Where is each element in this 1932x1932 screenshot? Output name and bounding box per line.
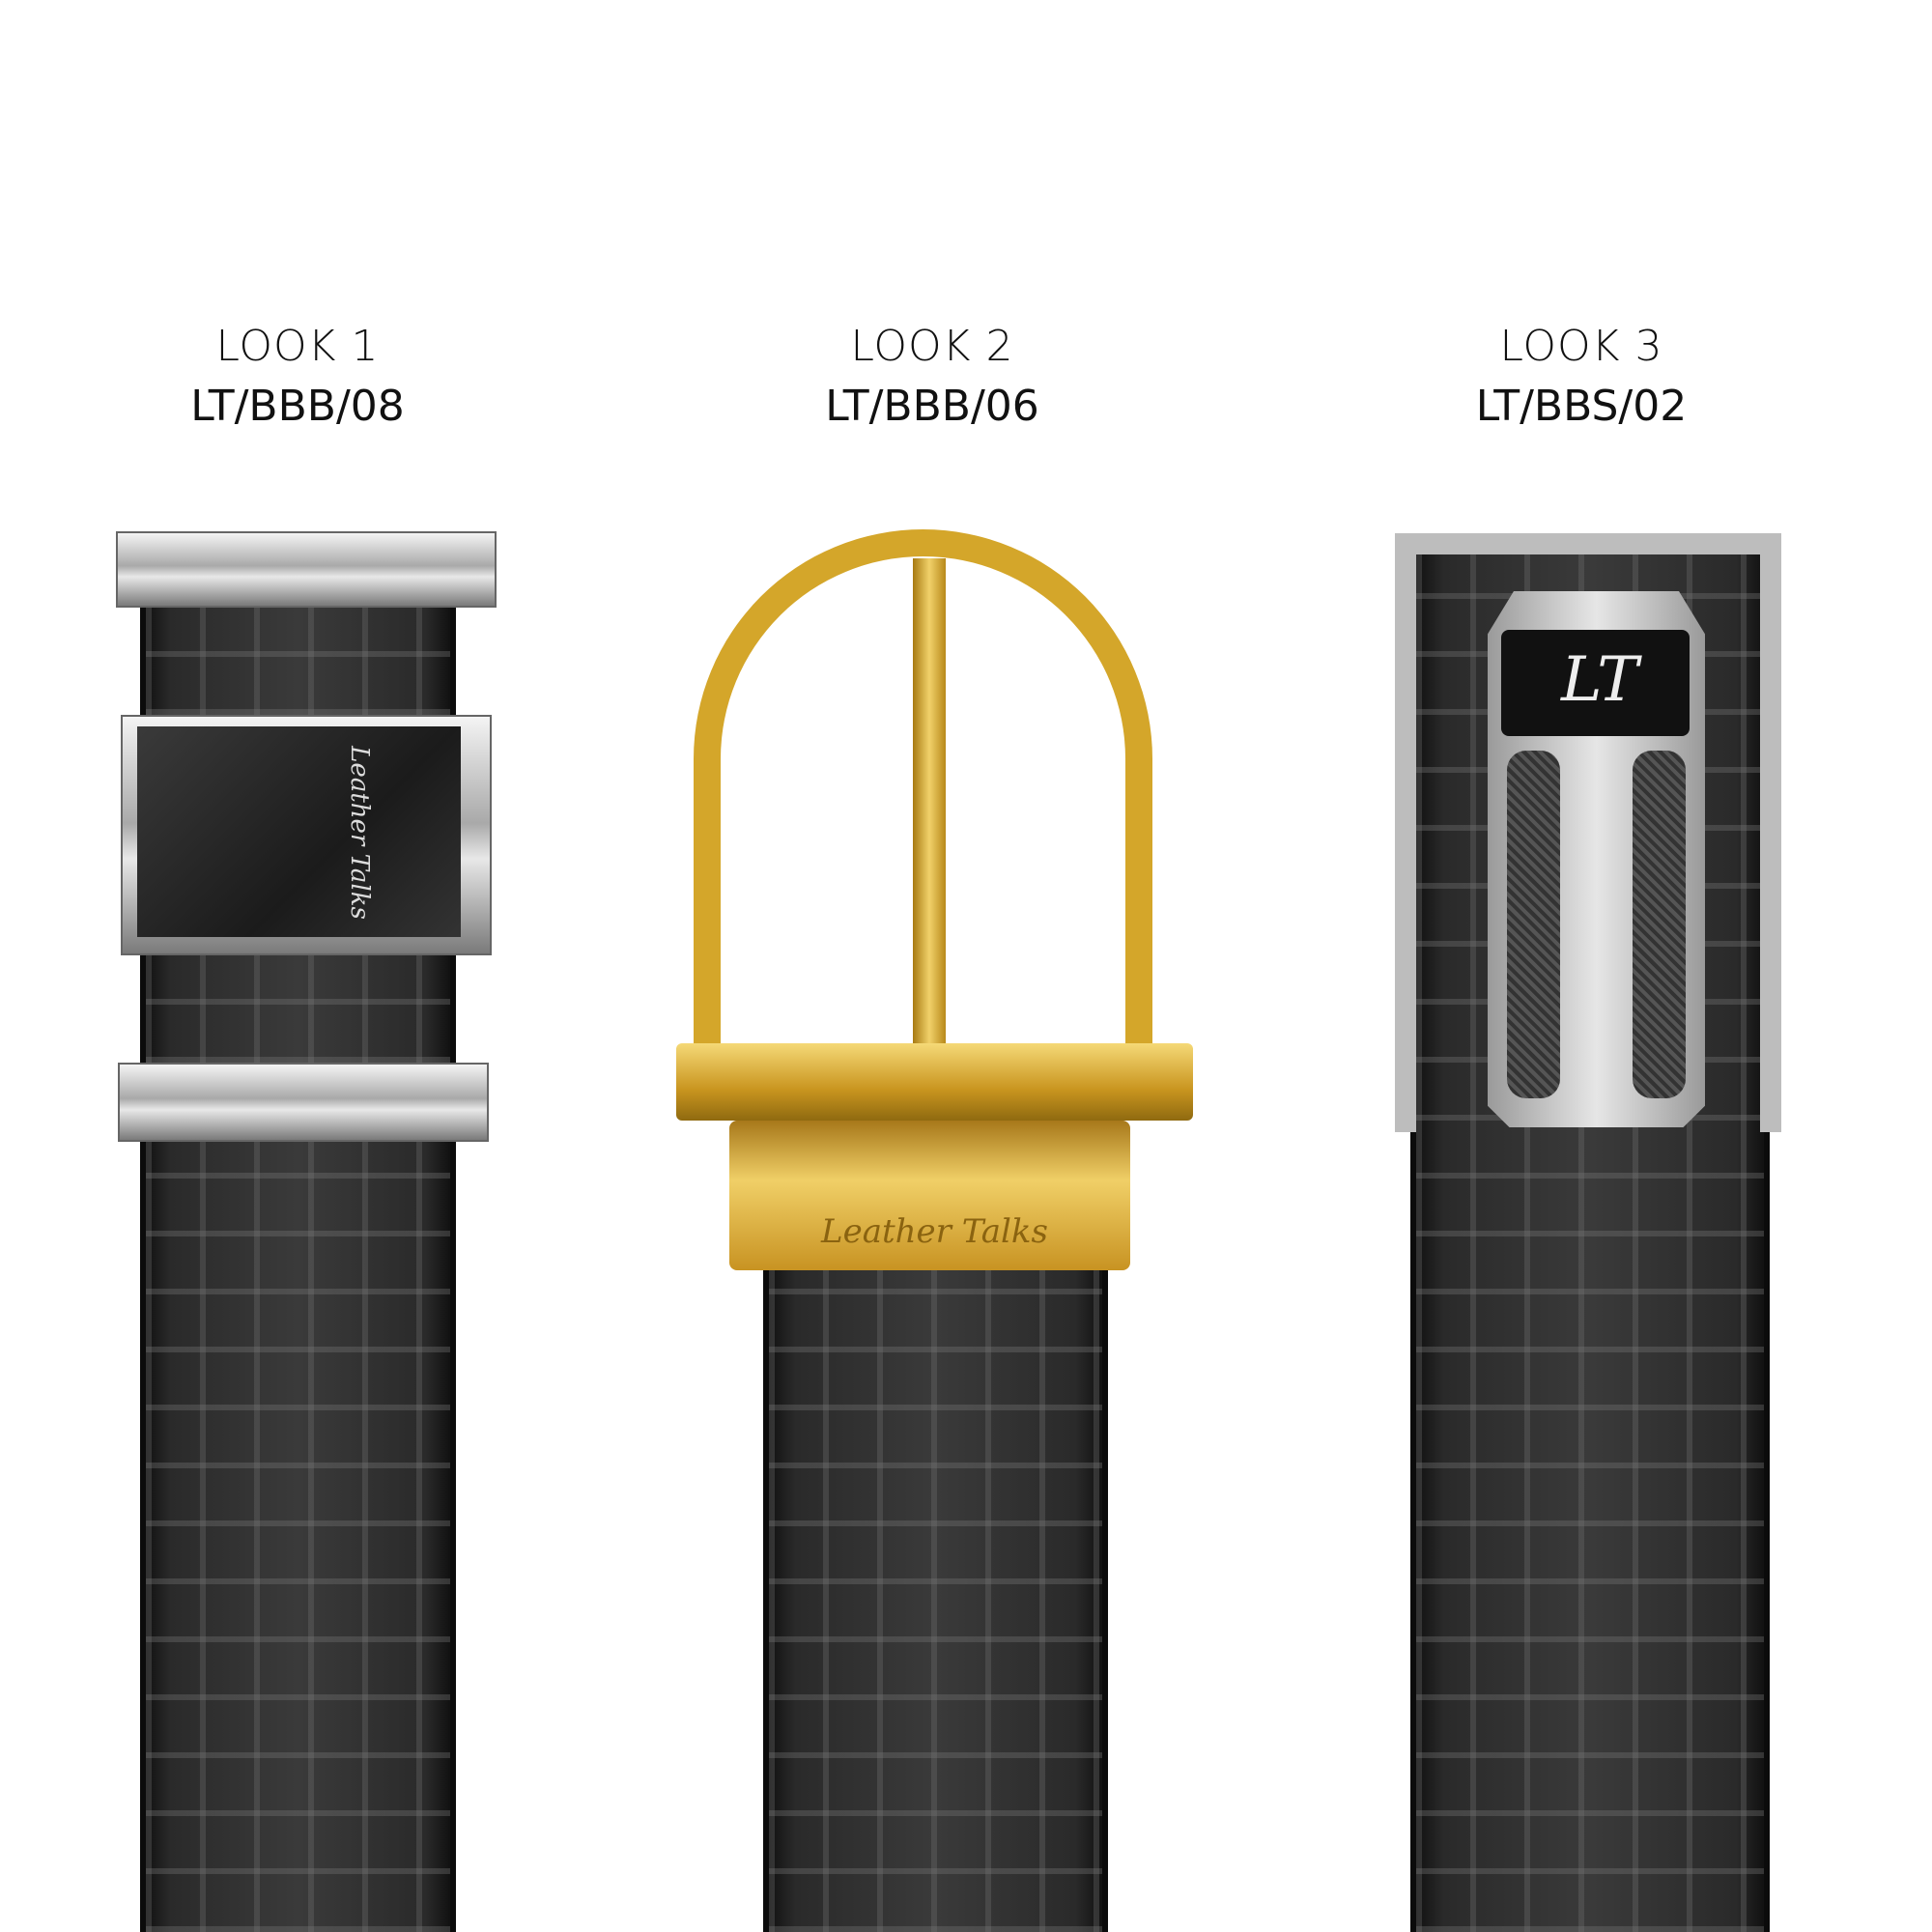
belt-1-buckle-top bbox=[116, 531, 497, 608]
belt-3-buckle-plate: LT bbox=[1488, 591, 1705, 1127]
belt-3-carbon-right bbox=[1633, 751, 1686, 1098]
belt-2-buckle-clamp: Leather Talks bbox=[729, 1121, 1130, 1270]
look-3-title: LOOK 3 bbox=[1499, 322, 1663, 371]
look-1-code: LT/BBB/08 bbox=[190, 382, 405, 431]
look-2-title: LOOK 2 bbox=[850, 322, 1014, 371]
look-1-title: LOOK 1 bbox=[215, 322, 380, 371]
belt-1-logo: Leather Talks bbox=[344, 746, 374, 920]
belt-2-buckle-bar bbox=[676, 1043, 1193, 1121]
belt-3-logo: LT bbox=[1561, 644, 1638, 716]
belt-2-buckle-prong bbox=[913, 558, 946, 1128]
belt-3-carbon-left bbox=[1507, 751, 1560, 1098]
look-2-code: LT/BBB/06 bbox=[825, 382, 1039, 431]
look-3-code: LT/BBS/02 bbox=[1475, 382, 1688, 431]
belt-2-strap bbox=[763, 1246, 1108, 1932]
belt-3-buckle-frame bbox=[1395, 533, 1781, 1132]
belt-1-buckle-plate: Leather Talks bbox=[137, 726, 461, 937]
belt-2-logo: Leather Talks bbox=[821, 1212, 1048, 1251]
belt-3-logo-panel: LT bbox=[1501, 630, 1690, 736]
belt-1-buckle-bottom bbox=[118, 1063, 489, 1142]
